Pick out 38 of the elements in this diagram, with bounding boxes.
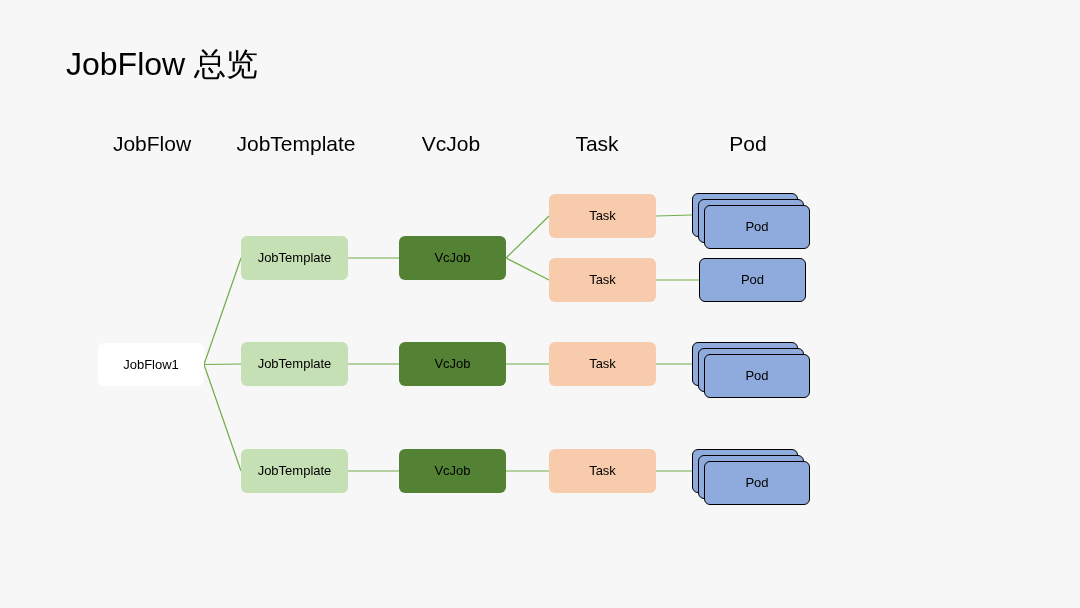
connector-line xyxy=(203,363,242,472)
pod-label: Pod xyxy=(745,218,769,237)
connector-line xyxy=(655,363,693,365)
slide-title: JobFlow 总览 xyxy=(66,45,259,84)
column-header: JobFlow xyxy=(112,131,192,157)
task-box: Task xyxy=(549,258,656,302)
task-box: Task xyxy=(549,449,656,493)
jobflow-box: JobFlow1 xyxy=(98,343,204,386)
connector-line xyxy=(505,470,550,472)
connector-line xyxy=(655,470,693,472)
connector-line xyxy=(505,215,550,259)
connector-line xyxy=(347,257,400,259)
column-header: VcJob xyxy=(421,131,481,157)
connector-line xyxy=(505,257,550,281)
connector-line xyxy=(505,363,550,365)
vcjob-box: VcJob xyxy=(399,449,506,493)
stacked-pod-boxes xyxy=(692,342,810,398)
jobtemplate-box: JobTemplate xyxy=(241,342,348,386)
column-header: Pod xyxy=(729,131,767,157)
pod-label: Pod xyxy=(745,474,769,493)
vcjob-box: VcJob xyxy=(399,342,506,386)
stacked-pod-boxes xyxy=(692,449,810,505)
connector-line xyxy=(655,279,700,281)
task-box: Task xyxy=(549,194,656,238)
stacked-pod-boxes xyxy=(692,193,810,249)
connector-line xyxy=(203,363,242,366)
column-header: JobTemplate xyxy=(236,131,356,157)
connector-line xyxy=(347,470,400,472)
jobtemplate-box: JobTemplate xyxy=(241,449,348,493)
column-header: Task xyxy=(575,131,619,157)
connector-line xyxy=(203,257,242,366)
vcjob-box: VcJob xyxy=(399,236,506,280)
connector-line xyxy=(347,363,400,365)
pod-label: Pod xyxy=(745,367,769,386)
pod-box: Pod xyxy=(699,258,806,302)
task-box: Task xyxy=(549,342,656,386)
connector-line xyxy=(655,214,693,217)
jobtemplate-box: JobTemplate xyxy=(241,236,348,280)
